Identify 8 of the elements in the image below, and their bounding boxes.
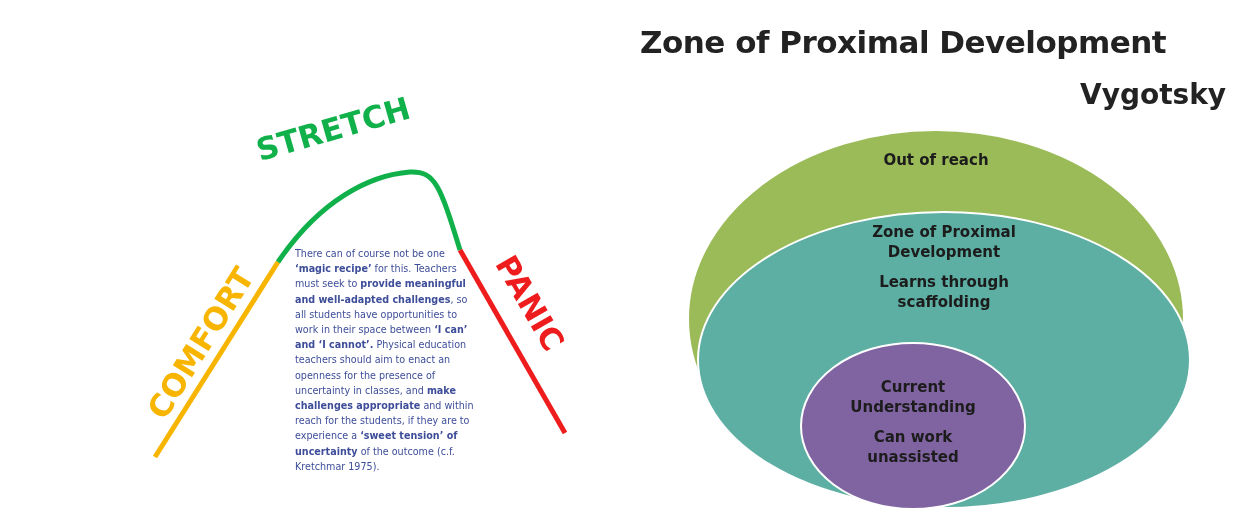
zone-label: Zone of Proximal Development <box>871 222 1017 262</box>
diagram-title: Zone of Proximal Development <box>640 24 1167 60</box>
paragraph-text: There can of course not be one ‘magic recipe’ for this. Teachers must seek to provide meaningful and well-adapted challenges, so all students have opportunities to work in their space between ‘I can’ and ‘I cannot’. Physical education teachers should aim to enact an openness for the presence of uncertainty in classes, and make challenges appropriate and within reach for the students, if they are to experience a ‘sweet tension’ of uncertainty of the outcome (c.f. Kretchmar 1975). <box>295 247 475 474</box>
zone-label: Can work unassisted <box>866 427 960 467</box>
author-name: Vygotsky <box>1080 78 1227 111</box>
zone-label: Out of reach <box>882 150 990 170</box>
zone-label: Current Understanding <box>849 377 977 417</box>
zone-label: Learns through scaffolding <box>878 272 1010 312</box>
